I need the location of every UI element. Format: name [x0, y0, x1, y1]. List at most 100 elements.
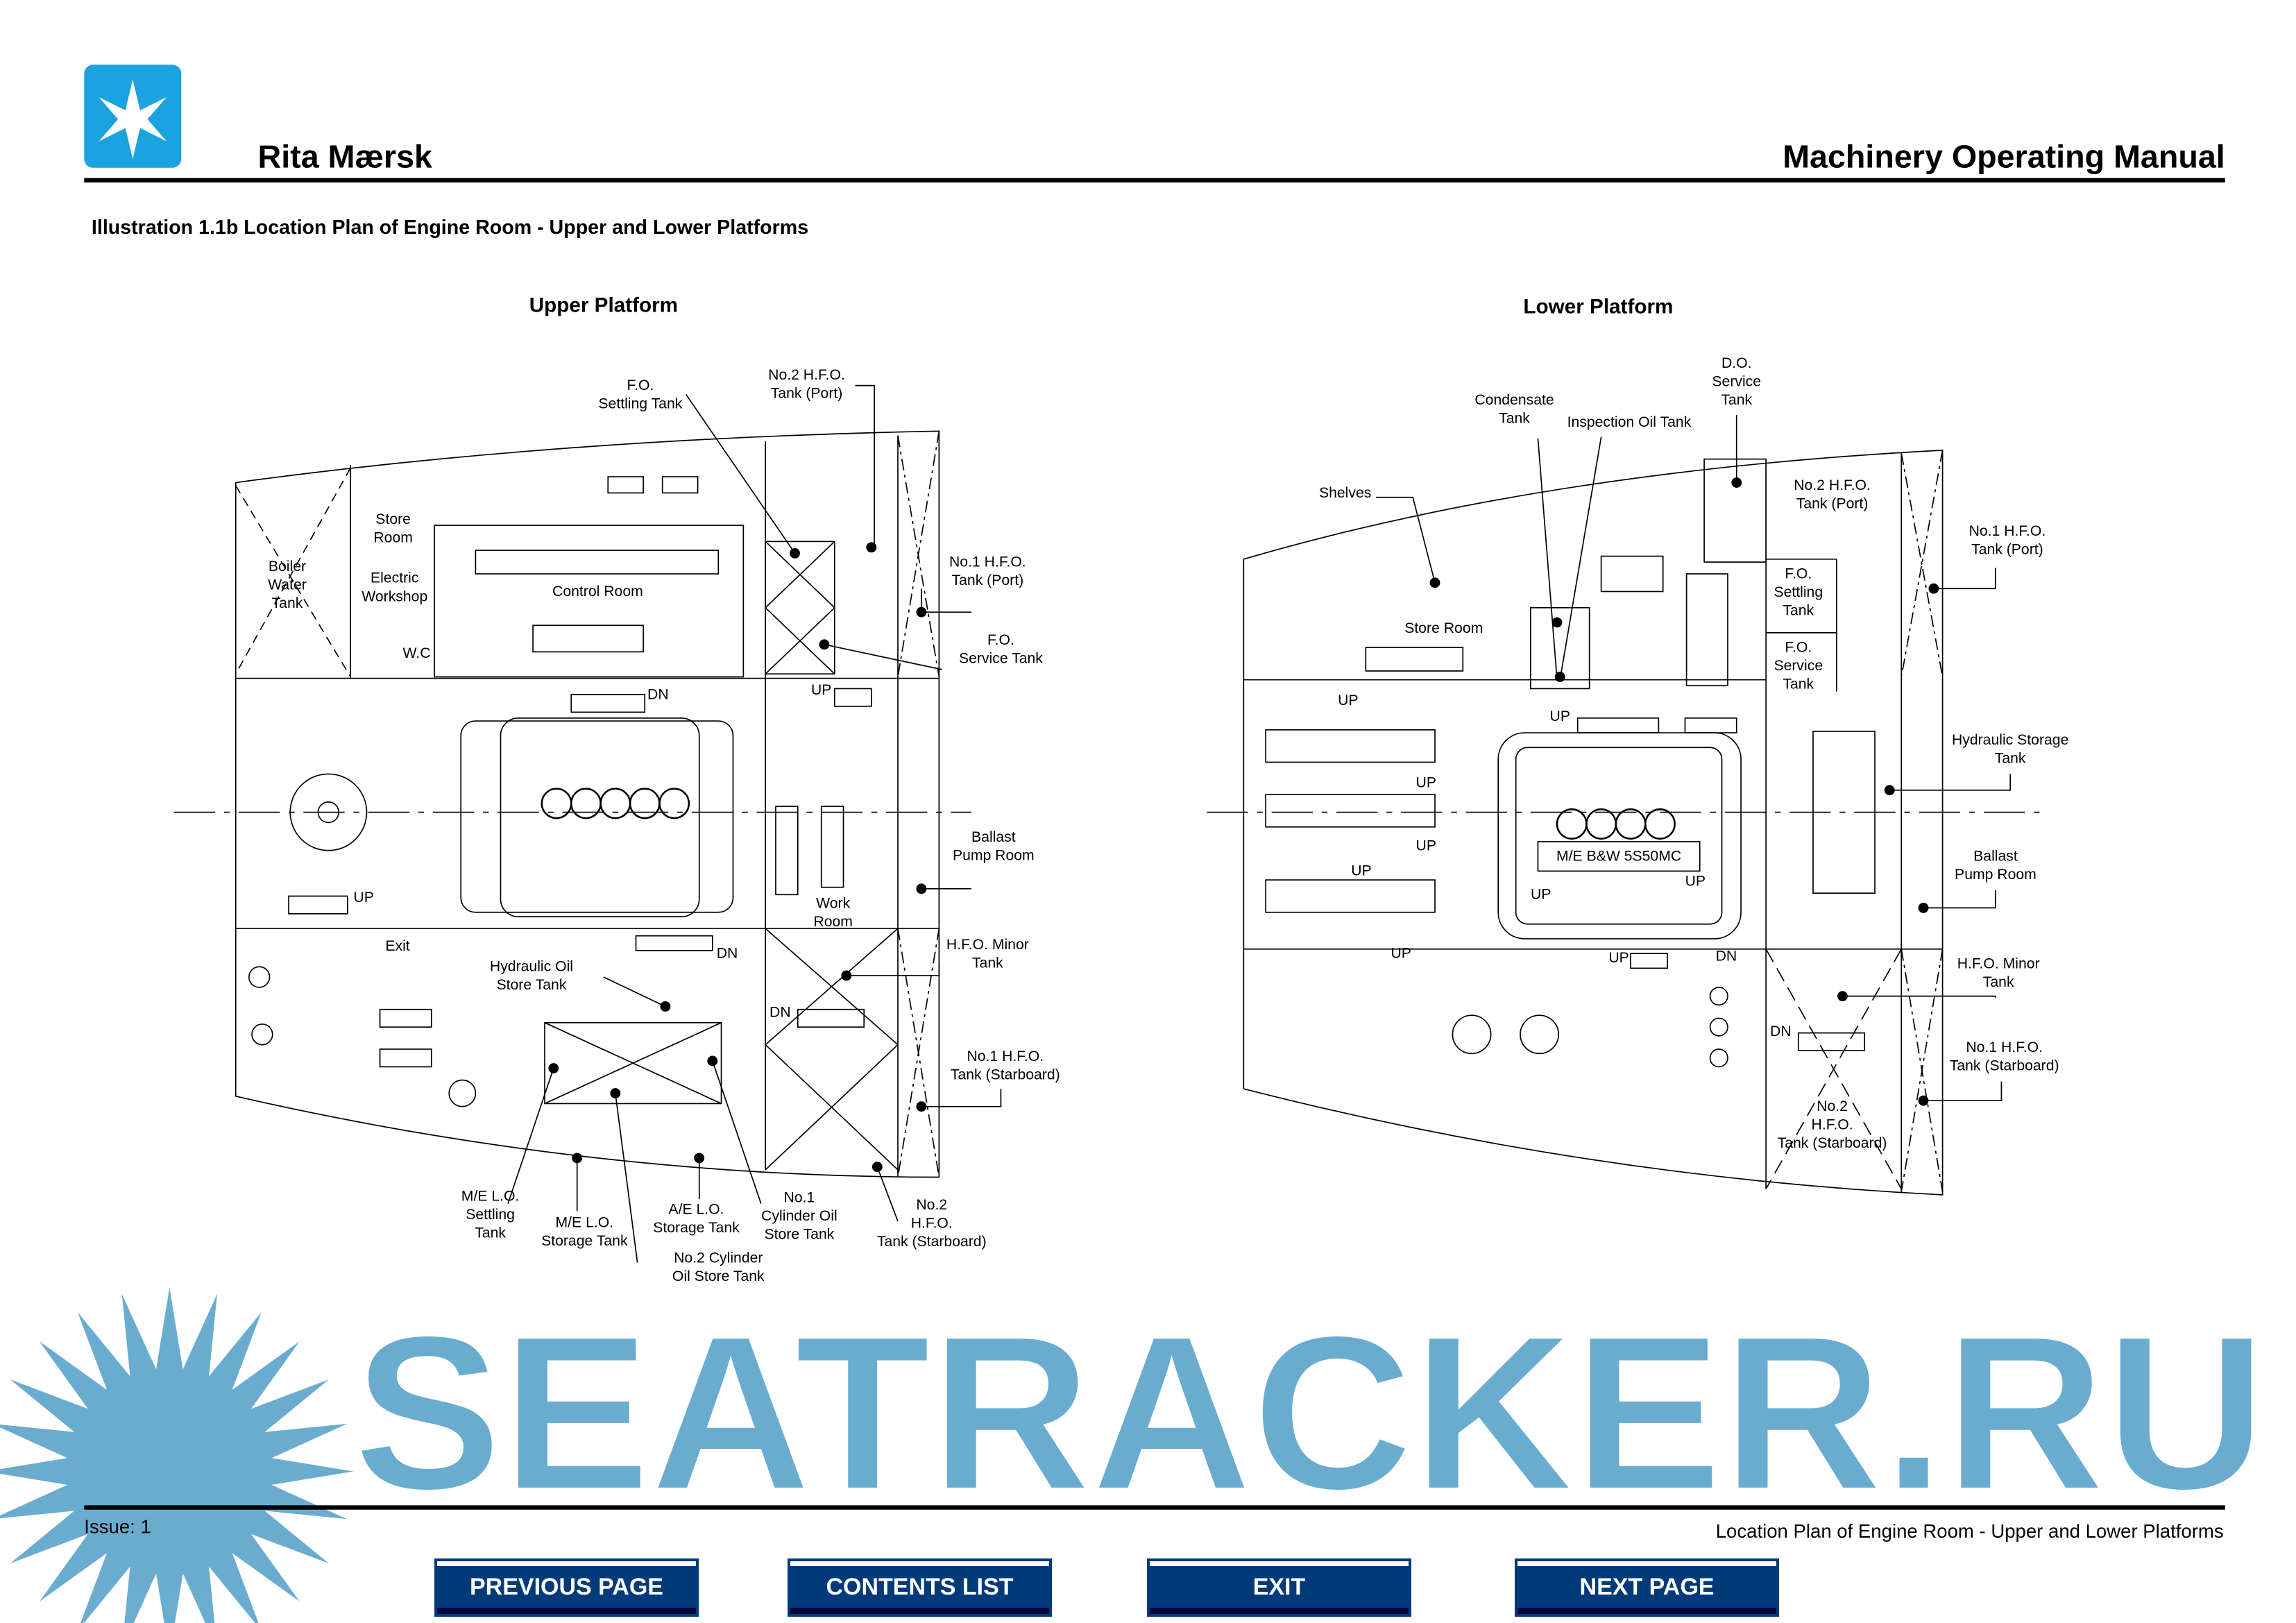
no2-cylinder-oil-store-tank-line: Oil Store Tank [672, 1268, 765, 1284]
store-room-line: Room [373, 529, 413, 545]
no2-cylinder-oil-store-tank-line: No.2 Cylinder [674, 1250, 763, 1266]
issue-label: Issue: 1 [84, 1516, 151, 1538]
fo-service-tank-line: Service [1774, 658, 1823, 674]
footer-page-title: Location Plan of Engine Room - Upper and… [1716, 1520, 2224, 1542]
stair-dn-2-line: DN [1716, 949, 1737, 965]
wc-line: W.C [403, 645, 431, 661]
stair-up-5-line: UP [1351, 863, 1371, 879]
next-page-button[interactable]: NEXT PAGE [1517, 1561, 1776, 1614]
store-room-line: Store Room [1404, 620, 1483, 636]
upper-label: UP [811, 682, 831, 698]
no1-cylinder-oil-store-tank-line: No.1 [784, 1190, 815, 1206]
lower-label: UP [1351, 863, 1371, 879]
fo-settling-tank-line: F.O. [1785, 566, 1812, 581]
upper-label: DN [769, 1004, 791, 1020]
fo-settling-tank-line: Tank [1783, 602, 1814, 618]
stair-up-2-line: UP [1550, 708, 1570, 724]
no1-hfo-tank-starboard-line: No.1 H.F.O. [1966, 1039, 2043, 1055]
no1-hfo-tank-starboard-line: No.1 H.F.O. [967, 1048, 1044, 1064]
stair-up-3-line: UP [1416, 775, 1436, 791]
no2-hfo-tank-port-line: Tank (Port) [1796, 496, 1869, 512]
condensate-tank-line: Tank [1499, 411, 1530, 427]
fo-service-tank-line: Tank [1783, 676, 1814, 692]
ballast-pump-room-line: Pump Room [953, 847, 1035, 863]
upper-label: DN [647, 686, 669, 702]
no1-hfo-tank-starboard-line: Tank (Starboard) [1950, 1058, 2059, 1074]
previous-page-button[interactable]: PREVIOUS PAGE [437, 1561, 696, 1614]
no2-hfo-tank-starboard-line: No.2 [916, 1197, 947, 1213]
fo-service-tank-line: F.O. [1785, 639, 1812, 655]
upper-label: Control Room [552, 584, 643, 600]
lower-platform-title: Lower Platform [1523, 296, 1673, 318]
me-lo-storage-tank-line: Storage Tank [541, 1233, 628, 1249]
boiler-water-tank-line: Boiler [269, 559, 306, 575]
upper-label: No.1 H.F.O.Tank (Port) [949, 554, 1026, 588]
stair-up-6-line: UP [1531, 887, 1551, 903]
upper-label: UP [354, 890, 374, 906]
no1-cylinder-oil-store-tank-line: Store Tank [764, 1227, 834, 1243]
hydraulic-oil-store-tank-line: Store Tank [497, 977, 567, 993]
upper-label: F.O. Service Tank [959, 632, 1043, 667]
lower-label: M/E B&W 5S50MC [1556, 849, 1681, 865]
ae-lo-storage-tank-line: A/E L.O. [668, 1201, 724, 1217]
condensate-tank-line: Condensate [1474, 392, 1554, 408]
footer-rule [84, 1505, 2225, 1510]
fo-service-tank-line: Service Tank [959, 650, 1043, 666]
lower-label: UP [1550, 708, 1570, 724]
no2-hfo-tank-starboard-line: Tank (Starboard) [1778, 1135, 1887, 1151]
do-service-tank-line: Service [1712, 374, 1761, 390]
do-service-tank-line: D.O. [1721, 355, 1752, 371]
upper-label: No.1 H.F.O.Tank (Starboard) [951, 1048, 1060, 1083]
fo-service-tank-line: F.O. [987, 632, 1014, 648]
stair-up-8-line: UP [1608, 950, 1629, 966]
upper-label: No.2 H.F.O.Tank (Port) [768, 367, 845, 402]
me-lo-settling-tank-line: M/E L.O. [461, 1188, 520, 1204]
lower-label: No.2 H.F.O.Tank (Port) [1794, 477, 1871, 512]
watermark-text: SEATRACKER.RU [353, 1290, 2266, 1536]
hfo-minor-tank-line: H.F.O. Minor [946, 937, 1029, 953]
stair-dn-1-line: DN [647, 686, 669, 702]
ae-lo-storage-tank-line: Storage Tank [653, 1220, 740, 1236]
upper-platform-title: Upper Platform [529, 294, 678, 317]
lower-label: UP [1685, 874, 1706, 890]
do-service-tank-line: Tank [1721, 392, 1752, 408]
upper-label: W.C [403, 645, 431, 661]
lower-label: Inspection Oil Tank [1567, 414, 1692, 430]
contents-list-button[interactable]: CONTENTS LIST [790, 1561, 1049, 1614]
upper-platform-plan [173, 430, 972, 1178]
main-engine-line: M/E B&W 5S50MC [1556, 849, 1681, 865]
hydraulic-oil-store-tank-line: Hydraulic Oil [490, 959, 573, 975]
stair-up-1-line: UP [1338, 692, 1358, 708]
ballast-pump-room-line: Ballast [1973, 849, 2018, 865]
lower-label: Shelves [1319, 485, 1371, 501]
leader-dots [548, 477, 1939, 1173]
upper-label: F.O.Settling Tank [598, 377, 682, 412]
electric-workshop-line: Electric [371, 570, 419, 586]
fo-settling-tank-line: Settling Tank [598, 396, 682, 411]
exit-line: Exit [385, 938, 409, 954]
exit-button[interactable]: EXIT [1150, 1561, 1409, 1614]
no2-hfo-tank-starboard-line: H.F.O. [1812, 1117, 1853, 1133]
shelves-line: Shelves [1319, 485, 1371, 501]
no1-hfo-tank-port-line: Tank (Port) [952, 572, 1024, 588]
electric-workshop-line: Workshop [362, 588, 427, 604]
ballast-pump-room-line: Pump Room [1955, 867, 2036, 883]
lower-label: No.1 H.F.O. Tank (Starboard) [1950, 1039, 2059, 1074]
no2-hfo-tank-port-line: No.2 H.F.O. [768, 367, 845, 383]
lower-label: Store Room [1404, 620, 1483, 636]
control-room-line: Control Room [552, 584, 643, 600]
stair-up-4-line: UP [1416, 838, 1436, 854]
